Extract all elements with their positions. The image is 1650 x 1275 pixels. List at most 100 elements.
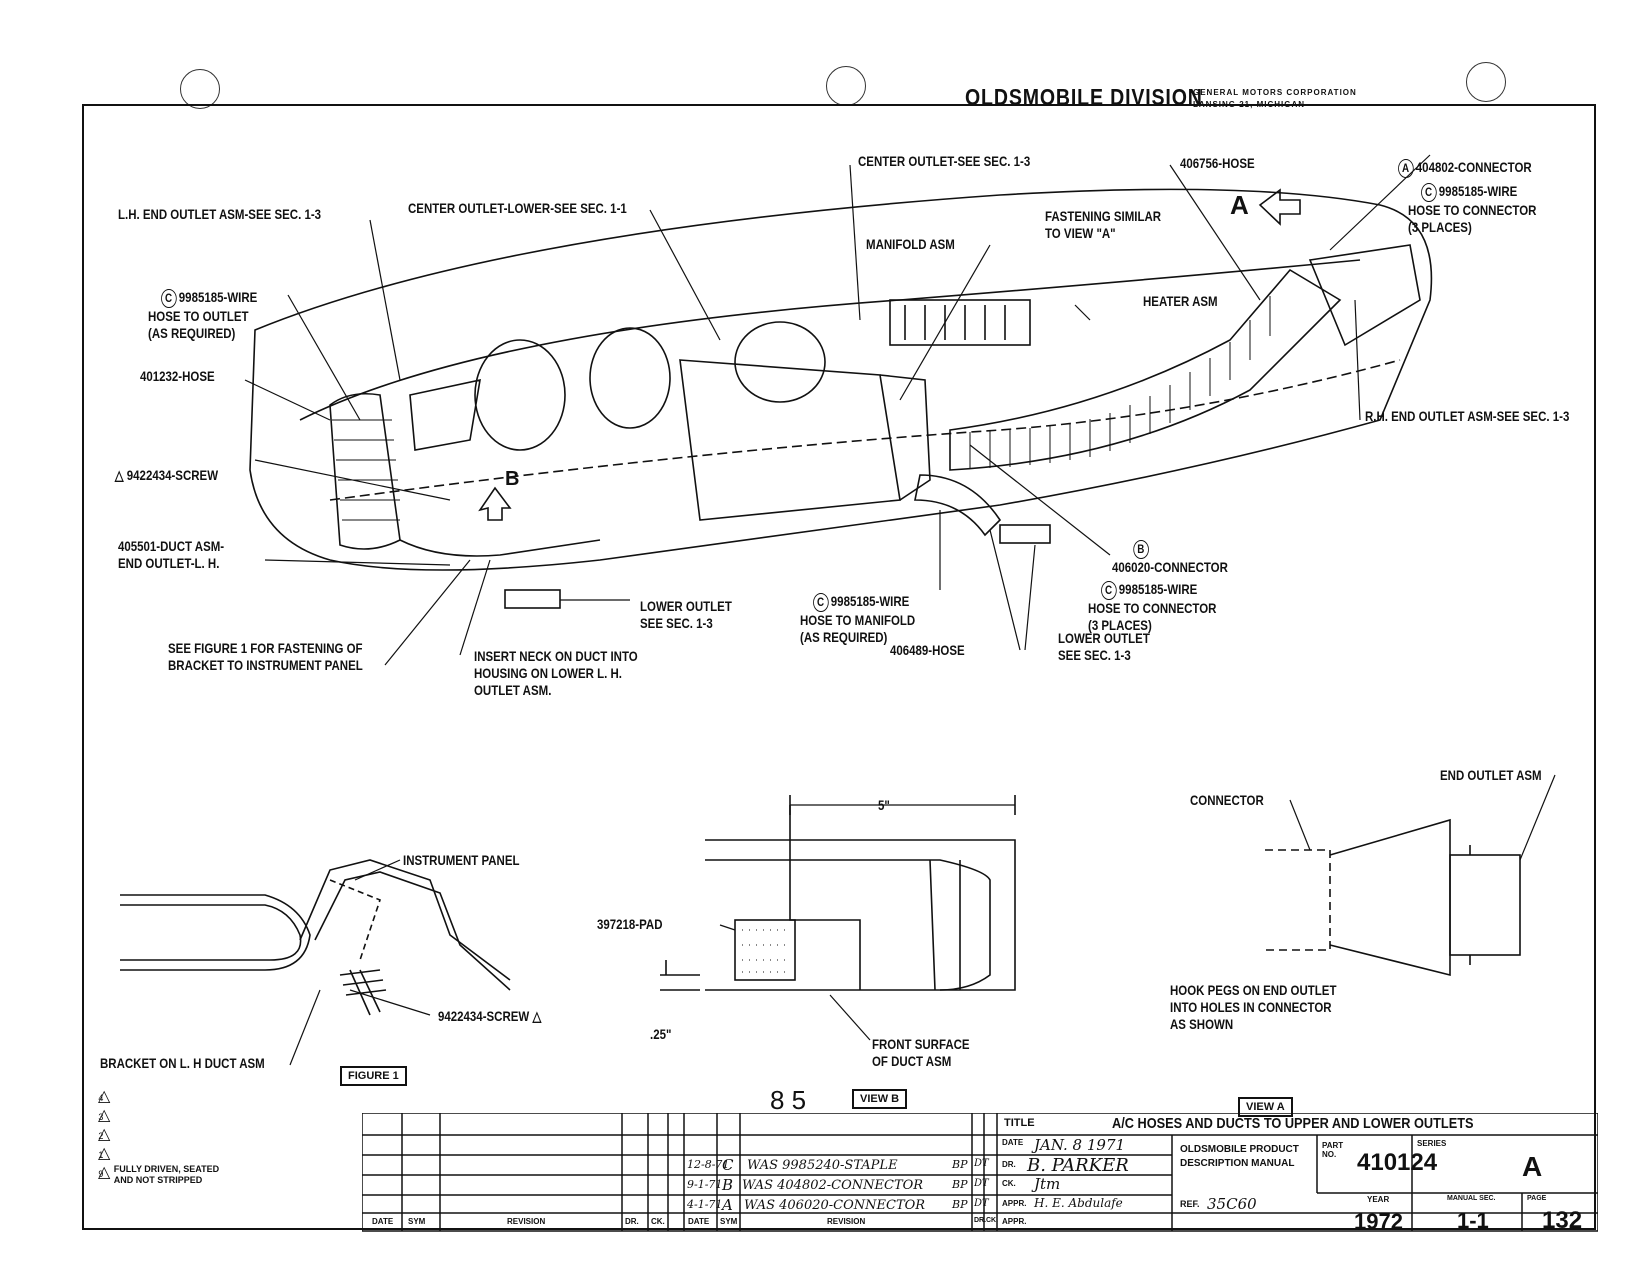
col-dr-2: DR. (974, 1217, 987, 1224)
label-duct-405501: 405501-DUCT ASM- END OUTLET-L. H. (118, 538, 225, 571)
label-hose-406489: 406489-HOSE (890, 642, 965, 658)
revision-dr: BP (952, 1198, 968, 1211)
revision-ck: DT (974, 1178, 989, 1189)
tb-ref-value: 35C60 (1207, 1195, 1257, 1213)
col-ck-2: CK. (986, 1217, 999, 1224)
tb-year: 1972 (1354, 1209, 1403, 1234)
view-a-tag: VIEW A (1238, 1097, 1293, 1117)
symbol-c-icon: C (812, 593, 829, 612)
warning-triangle-icon: △ (532, 1008, 542, 1024)
label-hose-401232: 401232-HOSE (140, 368, 215, 384)
col-date: DATE (372, 1217, 394, 1226)
tb-page-label: PAGE (1527, 1195, 1547, 1202)
label-connector-406020: B 406020-CONNECTOR (1112, 540, 1228, 575)
revision-text: WAS 404802-CONNECTOR (742, 1178, 924, 1193)
revision-sym: B (722, 1176, 734, 1194)
triangle-icon: △2 (98, 1126, 111, 1143)
label-hose-406756: 406756-HOSE (1180, 155, 1255, 171)
tb-title-label: TITLE (1004, 1117, 1035, 1129)
label-insert-neck: INSERT NECK ON DUCT INTO HOUSING ON LOWE… (474, 648, 638, 698)
col-revision-2: REVISION (827, 1217, 866, 1226)
label-hook-pegs: HOOK PEGS ON END OUTLET INTO HOLES IN CO… (1170, 982, 1337, 1032)
revision-date: 9-1-71 (687, 1178, 723, 1191)
col-sym-2: SYM (720, 1217, 738, 1226)
col-revision: REVISION (507, 1217, 546, 1226)
symbol-c-icon: C (1420, 183, 1437, 202)
revision-ck: DT (974, 1158, 989, 1169)
binder-hole-right (1466, 62, 1506, 102)
revision-sym: C (722, 1156, 734, 1174)
label-screw-figure-1: 9422434-SCREW △ (438, 1008, 542, 1024)
symbol-c-icon: C (1100, 581, 1117, 600)
revision-text: WAS 406020-CONNECTOR (744, 1198, 926, 1213)
revision-dr: BP (952, 1178, 968, 1191)
view-b-tag: VIEW B (852, 1089, 908, 1109)
tb-date-value: JAN. 8 1971 (1034, 1136, 1126, 1154)
title-block: TITLE A/C HOSES AND DUCTS TO UPPER AND L… (362, 1113, 1598, 1234)
view-a-marker: A (1230, 190, 1249, 220)
binder-hole-left (180, 69, 220, 109)
revision-text: WAS 9985240-STAPLE (747, 1158, 898, 1173)
tb-page: 132 (1542, 1207, 1583, 1234)
revision-date: 4-1-71 (687, 1198, 723, 1211)
label-pad-397218: 397218-PAD (597, 916, 663, 932)
tb-part-number: 410124 (1357, 1149, 1438, 1176)
label-screw-9422434: △ 9422434-SCREW (114, 467, 219, 483)
tb-appr2-label: APPR. (1002, 1217, 1027, 1226)
label-manifold: MANIFOLD ASM (866, 236, 955, 252)
figure-1-tag: FIGURE 1 (340, 1066, 407, 1086)
tb-title: A/C HOSES AND DUCTS TO UPPER AND LOWER O… (1112, 1115, 1474, 1132)
col-dr: DR. (625, 1217, 639, 1226)
tb-dr-label: DR. (1002, 1160, 1016, 1169)
tb-series: A (1522, 1151, 1543, 1182)
label-instrument-panel: INSTRUMENT PANEL (403, 852, 520, 868)
label-dim-5-inch: 5" (878, 797, 890, 813)
triangle-icon: △4 (98, 1088, 111, 1105)
tb-appr-label: APPR. (1002, 1199, 1027, 1208)
label-center-outlet: CENTER OUTLET-SEE SEC. 1-3 (858, 153, 1031, 169)
tb-ref-label: REF. (1180, 1199, 1200, 1209)
label-see-figure-1: SEE FIGURE 1 FOR FASTENING OF BRACKET TO… (168, 640, 363, 673)
label-lower-outlet-left: LOWER OUTLET SEE SEC. 1-3 (640, 598, 732, 631)
tb-dr-value: B. PARKER (1027, 1155, 1129, 1176)
label-dim-25-inch: .25" (650, 1026, 672, 1042)
page-number-85: 8 5 (770, 1085, 807, 1115)
tb-year-label: YEAR (1367, 1195, 1390, 1204)
tb-part-label: PART NO. (1322, 1141, 1344, 1159)
symbol-b-icon: B (1132, 540, 1149, 559)
label-end-outlet-asm: END OUTLET ASM (1440, 767, 1542, 783)
label-center-outlet-lower: CENTER OUTLET-LOWER-SEE SEC. 1-1 (408, 200, 627, 216)
label-heater: HEATER ASM (1143, 293, 1218, 309)
tb-sec: 1-1 (1457, 1208, 1489, 1233)
view-b-marker: B (505, 468, 520, 490)
col-ck: CK. (651, 1217, 665, 1226)
label-bracket: BRACKET ON L. H DUCT ASM (100, 1055, 265, 1071)
revision-date: 12-8-71 (687, 1158, 730, 1171)
drawing-frame (82, 104, 1596, 1230)
symbol-a-icon: A (1397, 159, 1414, 178)
label-front-surface: FRONT SURFACE OF DUCT ASM (872, 1036, 970, 1069)
col-sym: SYM (408, 1217, 426, 1226)
label-lower-outlet-right: LOWER OUTLET SEE SEC. 1-3 (1058, 630, 1150, 663)
symbol-c-icon: C (160, 289, 177, 308)
title-block-grid (362, 1113, 1598, 1232)
tb-ck-value: Jtm (1034, 1175, 1061, 1193)
triangle-icon: △1 (98, 1145, 111, 1162)
label-lh-end-outlet: L.H. END OUTLET ASM-SEE SEC. 1-3 (118, 206, 322, 222)
tb-date-label: DATE (1002, 1138, 1024, 1147)
tb-ck-label: CK. (1002, 1179, 1016, 1188)
triangle-icon: △3 (98, 1107, 111, 1124)
label-fastening: FASTENING SIMILAR TO VIEW "A" (1045, 208, 1162, 241)
label-connector: CONNECTOR (1190, 792, 1264, 808)
